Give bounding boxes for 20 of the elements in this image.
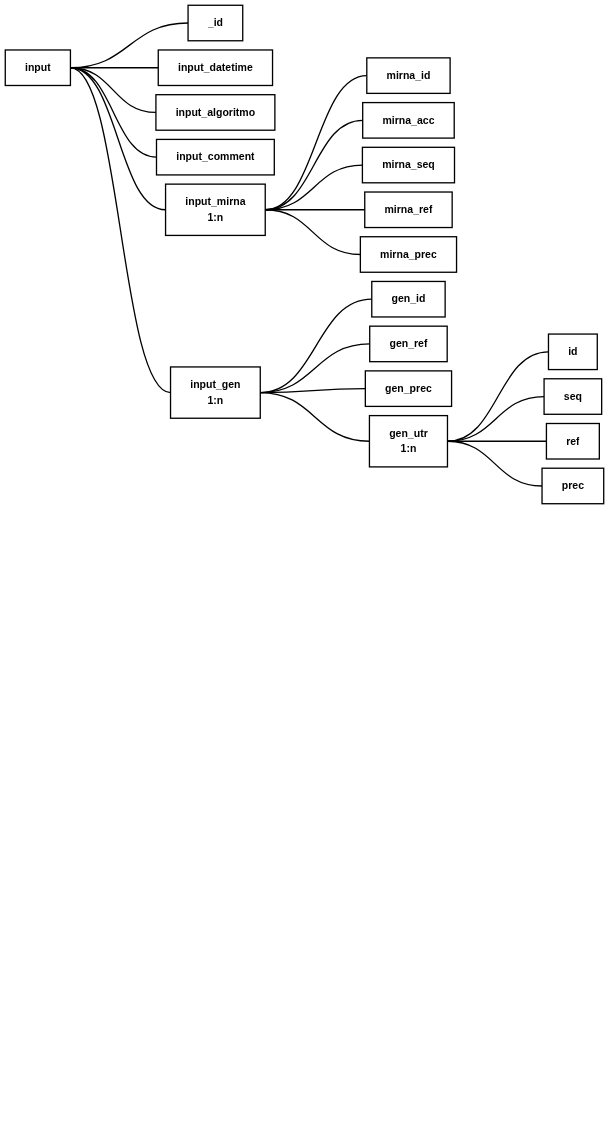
node-box: input <box>4 49 72 87</box>
node-box: ref <box>545 422 600 460</box>
node-box: input_gen 1:n <box>169 366 261 419</box>
node-box: mirna_prec <box>359 236 458 273</box>
node-box: input_datetime <box>157 49 274 87</box>
node-box: _id <box>187 4 244 42</box>
node-box: id <box>547 333 598 371</box>
node-box: seq <box>543 378 603 415</box>
node-box: input_mirna 1:n <box>164 183 266 237</box>
node-box: input_algoritmo <box>155 94 276 131</box>
node-box: gen_id <box>371 280 446 318</box>
node-box: mirna_acc <box>362 101 455 139</box>
node-box: input_comment <box>155 138 275 176</box>
node-box: mirna_ref <box>364 191 453 229</box>
node-box: gen_utr 1:n <box>368 414 449 468</box>
node-box: gen_prec <box>364 370 453 408</box>
node-box: gen_ref <box>369 325 448 363</box>
node-box: prec <box>541 467 605 505</box>
node-box: mirna_seq <box>361 146 456 184</box>
node-box: mirna_id <box>366 57 451 95</box>
